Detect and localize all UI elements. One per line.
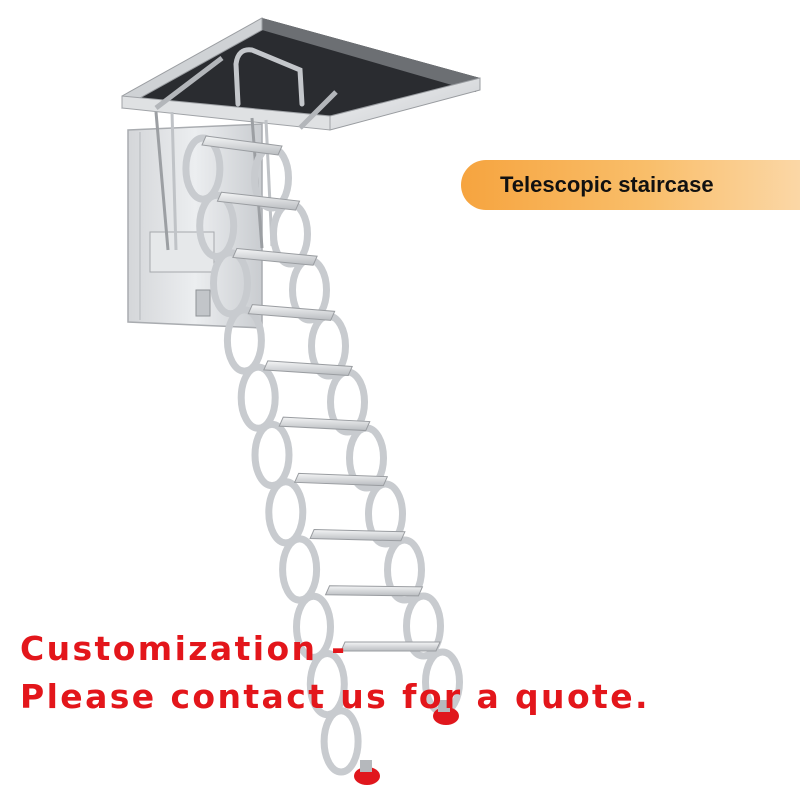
ladder-step [340, 641, 441, 652]
rail-loop-right [365, 480, 406, 548]
ladder-step [201, 135, 283, 156]
rail-loop-left [320, 707, 362, 776]
ladder-step [293, 472, 389, 487]
ladder-step [247, 304, 336, 321]
customization-heading: Customization - [20, 629, 348, 668]
quote-call-to-action: Please contact us for a quote. [20, 677, 650, 716]
rail-loop-left [223, 306, 265, 375]
ladder-step [263, 360, 353, 376]
rail-loop-left [210, 249, 251, 318]
ladder-step [324, 585, 424, 597]
rail-loop-left [306, 650, 348, 719]
rail-loop-right [384, 536, 425, 604]
rail-loop-left [196, 191, 238, 260]
ladder-step [216, 191, 301, 211]
hatch-box [127, 123, 263, 329]
category-badge-label: Telescopic staircase [500, 172, 714, 197]
rail-loop-left [265, 478, 307, 547]
ladder-steps [201, 135, 441, 652]
rail-loop-left [251, 420, 293, 490]
rail-loop-left [237, 363, 279, 432]
ladder-step [278, 416, 371, 432]
rail-loop-left [293, 592, 334, 661]
category-badge [461, 160, 800, 210]
foot-pads [354, 700, 459, 785]
ladder-step [232, 247, 318, 266]
ceiling-lid [121, 17, 481, 131]
rail-loop-left [279, 535, 321, 604]
ladder-step [309, 529, 406, 542]
rail-loop-left [182, 134, 224, 203]
rail-loop-right [403, 592, 444, 660]
